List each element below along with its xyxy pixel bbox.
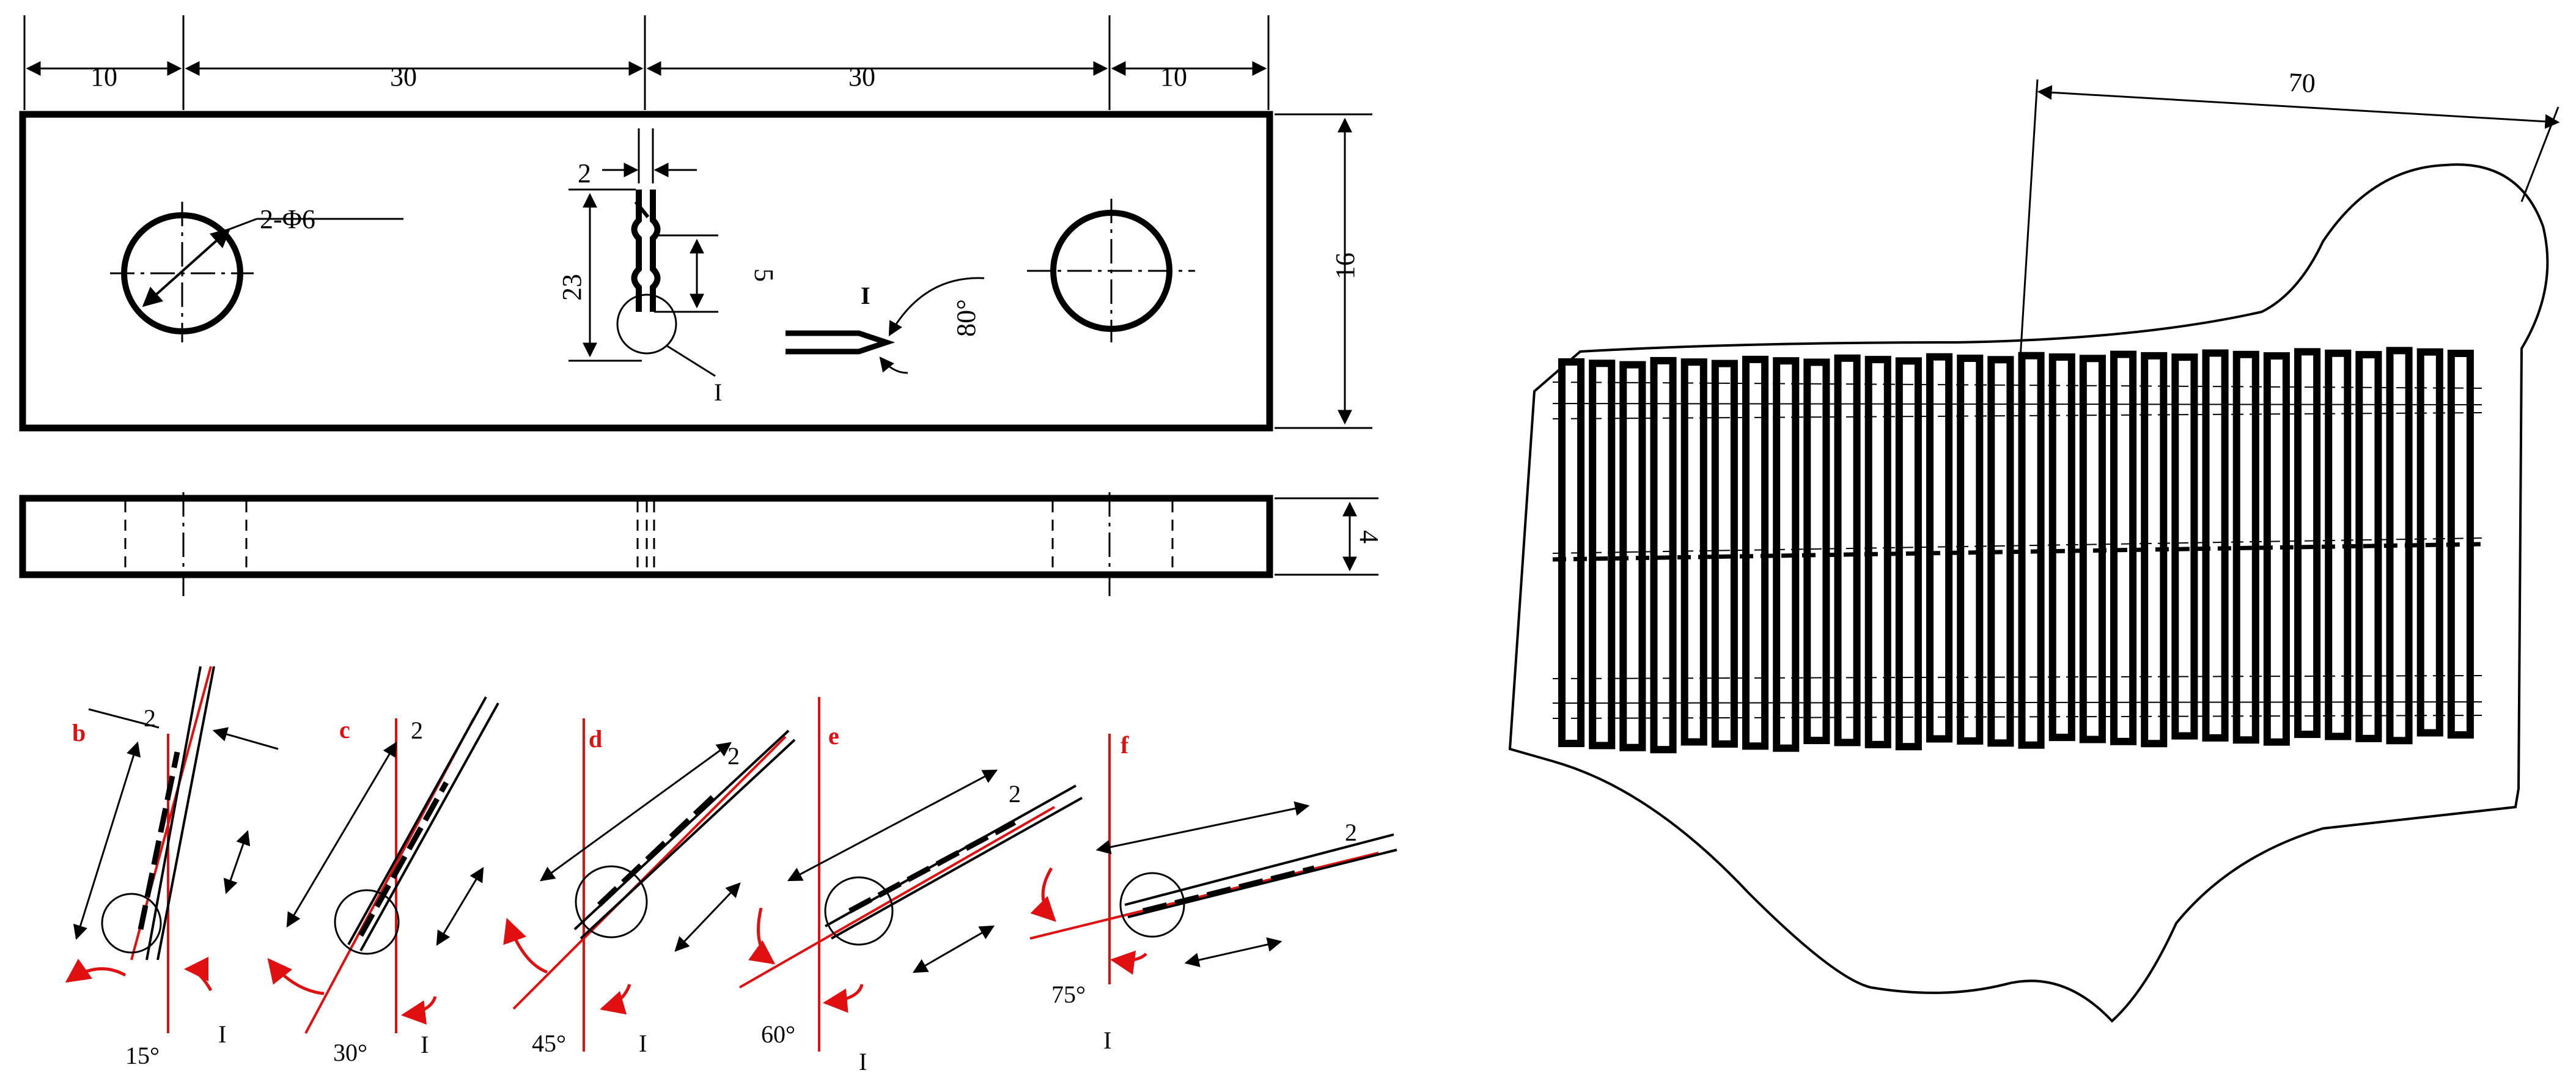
specimen-strip xyxy=(1957,355,1984,745)
multi-specimen-layout: 70 xyxy=(1508,67,2560,1023)
front-view: 10 30 30 10 16 2-Φ6 xyxy=(19,15,1372,432)
variant-letter: c xyxy=(339,716,350,743)
variant-letter: e xyxy=(828,722,839,750)
specimen-strip xyxy=(2171,353,2198,740)
side-view: 4 xyxy=(19,492,1384,596)
variant-b: b 2 15° I xyxy=(65,666,279,1069)
notch-length: 23 xyxy=(557,274,587,301)
specimen-strip xyxy=(2202,349,2229,742)
specimen-strip xyxy=(1742,355,1769,750)
variant-angle: 15° xyxy=(125,1042,160,1069)
orientation-variants: b 2 15° I c 2 xyxy=(65,666,1397,1075)
variant-angle: 45° xyxy=(532,1030,566,1057)
dim-thickness: 4 xyxy=(1354,530,1384,544)
specimen-strip xyxy=(1773,357,1800,752)
dim-left-margin: 10 xyxy=(90,62,117,92)
variant-letter: b xyxy=(72,719,86,747)
specimen-strip xyxy=(1926,353,1953,743)
specimen-outline xyxy=(19,111,1273,432)
variant-angle: 75° xyxy=(1051,981,1086,1008)
specimen-strip xyxy=(2416,348,2443,737)
variant-width: 2 xyxy=(727,742,740,770)
dim-right-margin: 10 xyxy=(1160,62,1187,92)
variant-width: 2 xyxy=(144,704,156,732)
specimen-strip xyxy=(1680,358,1707,746)
specimen-strip xyxy=(1834,354,1861,747)
strip-guide-lines xyxy=(1552,382,2482,719)
crack-gap: 5 xyxy=(749,268,779,282)
specimen-strip xyxy=(2294,348,2321,739)
central-notch: 2 I 23 5 xyxy=(557,128,779,406)
dim-left-span: 30 xyxy=(390,62,417,92)
notch-tip-marker: I xyxy=(861,282,870,309)
dim-height: 16 xyxy=(1330,253,1360,279)
variant-marker: I xyxy=(421,1031,429,1058)
right-hole xyxy=(1027,199,1195,342)
specimen-strip xyxy=(1589,359,1616,750)
sheet-outline xyxy=(1508,163,2549,1023)
variant-angle: 30° xyxy=(333,1039,367,1066)
specimen-strip xyxy=(1650,356,1677,754)
variant-marker: I xyxy=(859,1048,867,1075)
variant-f: f 2 75° I xyxy=(1029,731,1397,1054)
variant-angle: 60° xyxy=(761,1020,795,1048)
variant-c: c 2 30° I xyxy=(267,696,499,1066)
variant-width: 2 xyxy=(411,717,423,744)
notch-detail-marker: I xyxy=(714,378,722,406)
variant-width: 2 xyxy=(1345,819,1357,846)
dim-right-span: 30 xyxy=(848,62,875,92)
hole-label: 2-Φ6 xyxy=(260,204,315,234)
multi-width-dim: 70 xyxy=(2288,67,2317,98)
variant-marker: I xyxy=(1103,1027,1111,1054)
variant-e: e 2 60° I xyxy=(739,697,1083,1075)
variant-width: 2 xyxy=(1009,780,1021,808)
specimen-strip xyxy=(1803,358,1830,745)
variant-letter: d xyxy=(589,725,602,753)
specimen-strip xyxy=(2355,351,2382,742)
variant-marker: I xyxy=(218,1020,226,1048)
specimen-strip xyxy=(1711,359,1738,748)
specimen-strip xyxy=(2048,353,2075,742)
notch-angle: 80° xyxy=(951,299,981,337)
left-hole: 2-Φ6 xyxy=(110,202,403,342)
notch-tip-detail: I 80° xyxy=(786,277,985,374)
notch-width: 2 xyxy=(578,158,591,188)
specimen-strip xyxy=(2110,350,2137,745)
variant-marker: I xyxy=(639,1030,647,1057)
variant-d: d 2 45° I xyxy=(503,718,796,1057)
variant-letter: f xyxy=(1121,731,1129,759)
specimen-strip xyxy=(2232,350,2259,744)
